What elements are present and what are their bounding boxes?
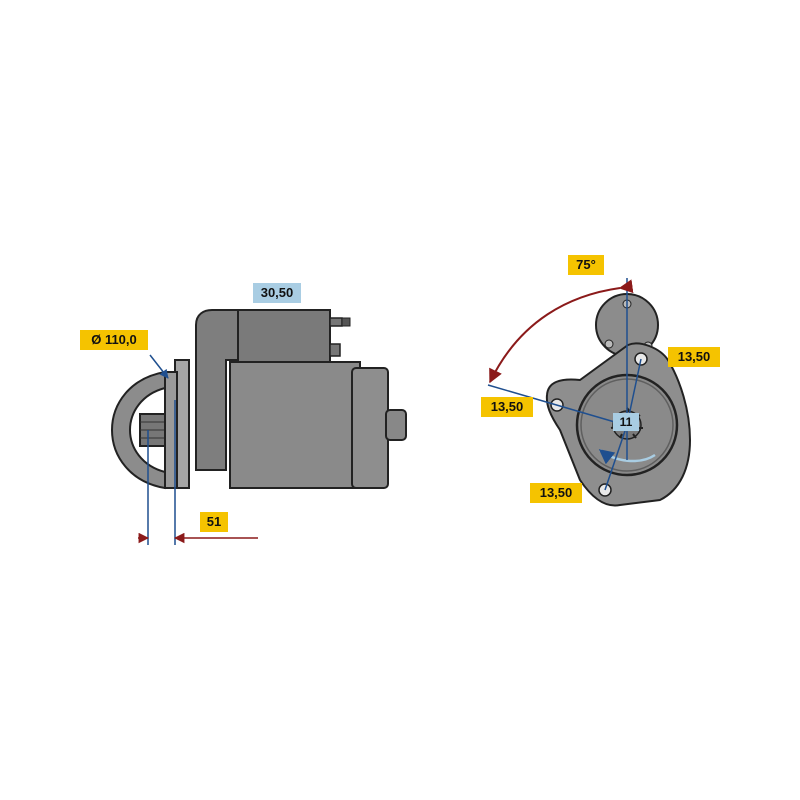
mount-angle-label: 75° [568,255,604,275]
terminal-height-label: 30,50 [253,283,301,303]
pilot-diameter-label: Ø 110,0 [80,330,148,350]
flange-to-pinion-label: 51 [200,512,228,532]
end-view [487,278,692,507]
terminal-top [329,317,343,327]
hole-left-label: 13,50 [481,397,533,417]
hole-bottom-label: 13,50 [530,483,582,503]
angle-arc [489,279,634,384]
solenoid [237,309,331,363]
side-view [110,309,407,545]
hole-right-label: 13,50 [668,347,720,367]
pinion-teeth-label: 11 [613,413,639,431]
terminal-bottom [329,343,341,357]
end-cap [351,367,389,489]
rear-bearing [385,409,407,441]
solenoid-bracket [195,309,241,471]
motor-body [229,361,361,489]
